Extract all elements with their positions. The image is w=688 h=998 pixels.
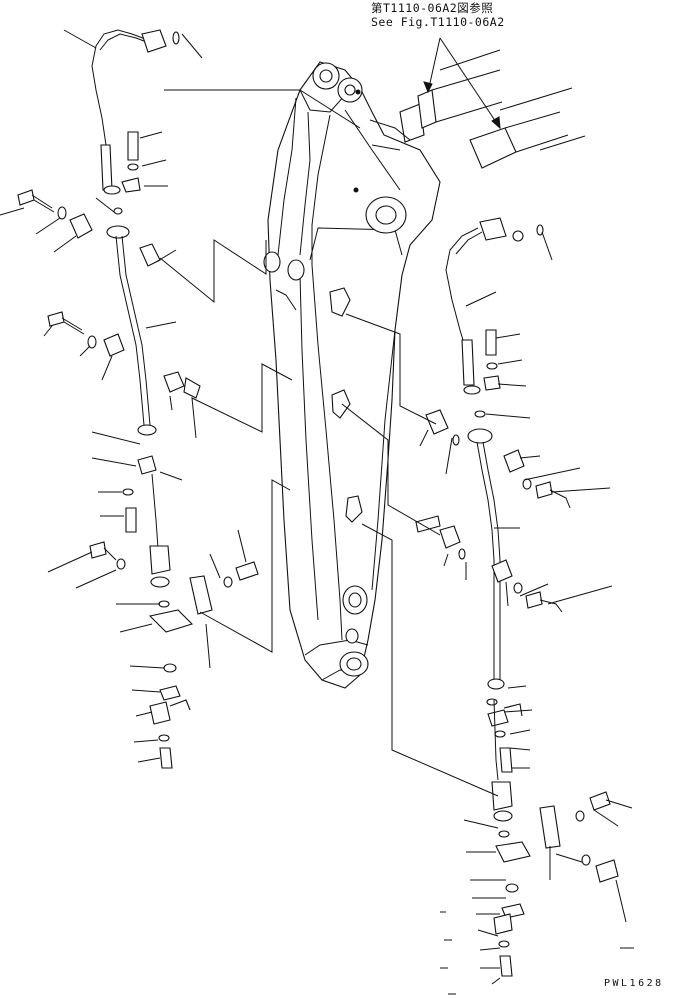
clip bbox=[159, 685, 181, 701]
bolt bbox=[589, 791, 611, 811]
clamp bbox=[163, 371, 185, 393]
split-flange bbox=[493, 913, 513, 935]
washer bbox=[575, 810, 585, 822]
bolt bbox=[485, 329, 497, 356]
bolt bbox=[525, 591, 543, 609]
clamp bbox=[503, 449, 525, 473]
leader-lines bbox=[0, 29, 634, 995]
split-flange bbox=[483, 375, 501, 391]
washer bbox=[452, 434, 460, 446]
bolt bbox=[159, 747, 173, 769]
hose-end-fitting bbox=[461, 339, 475, 386]
clamp bbox=[69, 213, 93, 239]
pipe-flange bbox=[487, 678, 505, 690]
drawing-code: PWL1628 bbox=[604, 978, 664, 989]
body-clamp-bracket bbox=[331, 389, 351, 419]
o-ring bbox=[494, 730, 506, 738]
bolt bbox=[89, 541, 107, 559]
clamp bbox=[491, 559, 513, 583]
bracket-boss bbox=[287, 259, 305, 281]
washer bbox=[223, 576, 233, 588]
washer bbox=[116, 558, 126, 570]
clamp bbox=[439, 525, 461, 549]
o-ring bbox=[158, 734, 170, 742]
washer bbox=[458, 548, 466, 560]
figure-reference-english: See Fig.T1110-06A2 bbox=[371, 15, 505, 29]
hose-fitting bbox=[141, 29, 167, 53]
o-ring bbox=[158, 600, 170, 608]
bolt bbox=[47, 311, 65, 327]
clamp bbox=[139, 243, 161, 267]
hose-fitting bbox=[479, 217, 507, 241]
o-ring bbox=[498, 830, 510, 838]
bolt bbox=[125, 507, 137, 533]
bolt bbox=[235, 561, 259, 581]
washer bbox=[486, 362, 498, 370]
washer bbox=[57, 206, 67, 220]
bolt bbox=[535, 481, 553, 499]
right-pipe bbox=[476, 441, 495, 680]
right-hose-assembly bbox=[415, 217, 619, 977]
swivel-fitting bbox=[149, 545, 171, 575]
pipe-flange bbox=[467, 428, 493, 444]
clamp-plate bbox=[415, 515, 441, 533]
swivel-fitting bbox=[491, 781, 513, 811]
pipe-flange bbox=[106, 225, 130, 239]
o-ring bbox=[498, 940, 510, 948]
o-ring bbox=[113, 207, 123, 215]
washer bbox=[513, 582, 523, 594]
figure-reference-japanese: 第T1110-06A2図参照 bbox=[371, 1, 494, 15]
boom-cylinder-connection bbox=[369, 69, 569, 169]
split-flange bbox=[149, 701, 171, 725]
body-clamp-bracket bbox=[345, 495, 363, 523]
pipe-flange bbox=[137, 424, 157, 436]
left-hose-assembly bbox=[17, 29, 259, 769]
o-ring bbox=[474, 410, 486, 418]
split-flange bbox=[487, 709, 509, 727]
washer bbox=[127, 163, 139, 171]
clamp-plate bbox=[183, 377, 201, 399]
clamp bbox=[103, 333, 125, 357]
bolt bbox=[499, 747, 513, 773]
bolt bbox=[127, 131, 139, 161]
bracket-boss bbox=[263, 251, 281, 273]
hose-end-fitting bbox=[100, 144, 113, 191]
o-ring bbox=[172, 31, 180, 45]
o-ring bbox=[536, 224, 544, 236]
split-flange bbox=[121, 177, 141, 193]
plate bbox=[189, 575, 213, 615]
o-ring bbox=[486, 698, 498, 706]
bolt bbox=[499, 955, 513, 977]
washer bbox=[522, 478, 532, 490]
hose-end-cap bbox=[512, 230, 524, 242]
block bbox=[148, 609, 194, 633]
o-ring bbox=[505, 883, 519, 893]
body-clamp-bracket bbox=[329, 287, 351, 317]
left-pipe bbox=[115, 235, 145, 426]
washer bbox=[581, 854, 591, 866]
plate bbox=[539, 805, 561, 849]
left-hose bbox=[91, 29, 149, 146]
clamp bbox=[425, 409, 449, 435]
bolt bbox=[595, 859, 619, 883]
o-ring bbox=[163, 663, 177, 673]
o-ring bbox=[122, 488, 134, 496]
bolt bbox=[17, 189, 35, 206]
block bbox=[495, 841, 531, 863]
washer bbox=[87, 335, 97, 349]
right-hose bbox=[445, 227, 479, 351]
arm-body bbox=[263, 61, 441, 689]
split-flange bbox=[137, 455, 157, 475]
